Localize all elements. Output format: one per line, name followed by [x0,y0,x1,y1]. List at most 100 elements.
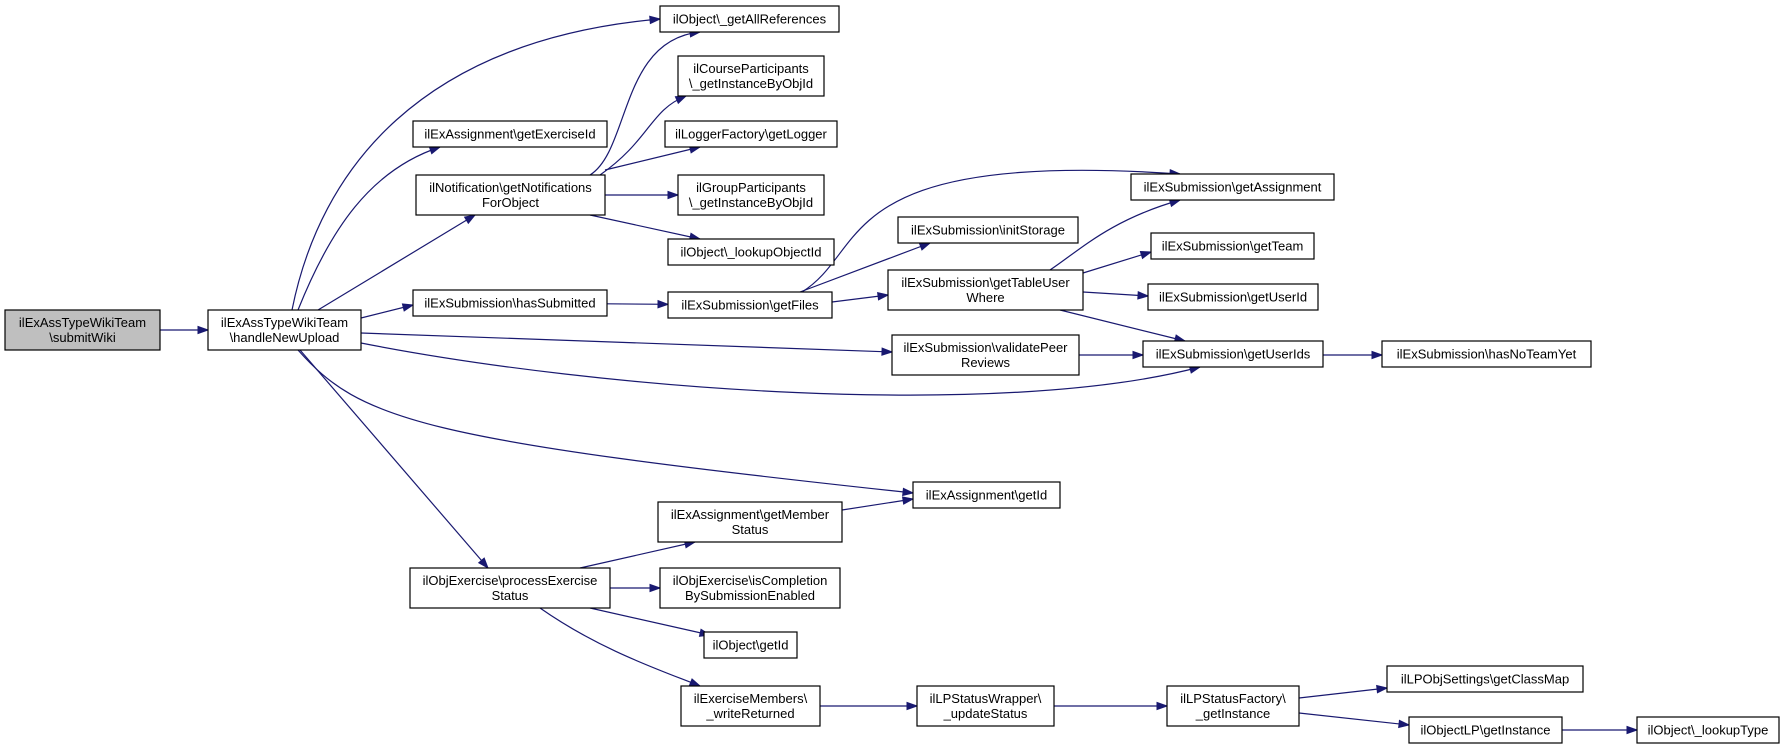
edge-lpGetInstance-to-objectLPGetInstance [1298,712,1411,729]
node-getLogger[interactable]: ilLoggerFactory\getLogger [664,120,838,148]
node-box [677,55,825,97]
arrowhead-icon [649,15,662,25]
edge-processExerciseStatus-to-writeReturned [539,607,702,687]
node-label: ilExSubmission\hasNoTeamYet [1397,347,1577,362]
node-lookupObjectId[interactable]: ilObject\_lookupObjectId [667,238,835,266]
node-label: _writeReturned [705,706,794,721]
edge-line [360,332,893,353]
edge-line [1298,687,1388,699]
node-courseParticipants[interactable]: ilCourseParticipants\_getInstanceByObjId [677,55,825,97]
edge-getNotifications-to-groupParticipants [605,190,680,200]
edge-handleNewUpload-to-assignmentGetId [297,349,915,497]
node-label: ilExAssignment\getId [926,488,1047,503]
node-label: ilExSubmission\validatePeer [903,340,1068,355]
node-label: ilLPStatusFactory\ [1180,691,1286,706]
node-objectGetId[interactable]: ilObject\getId [703,631,798,659]
edge-line [297,349,914,494]
node-assignmentGetId[interactable]: ilExAssignment\getId [912,481,1061,509]
node-label: ilObject\_lookupType [1648,723,1769,738]
node-updateStatus[interactable]: ilLPStatusWrapper\_updateStatus [916,685,1055,727]
node-label: ilCourseParticipants [693,61,809,76]
edge-validatePeerReviews-to-getUserIds [1079,350,1145,360]
arrowhead-icon [1376,684,1389,694]
edges-layer [160,15,1639,735]
node-getTeam[interactable]: ilExSubmission\getTeam [1150,232,1315,260]
arrowhead-icon [1139,250,1153,260]
node-label: Status [732,522,769,537]
node-box [1381,340,1592,368]
arrowhead-icon [1137,291,1150,300]
node-objectLPGetInstance[interactable]: ilObjectLP\getInstance [1408,716,1563,744]
node-handleNewUpload[interactable]: ilExAssTypeWikiTeam\handleNewUpload [207,309,362,351]
node-getAllReferences[interactable]: ilObject\_getAllReferences [659,5,840,33]
node-hasSubmitted[interactable]: ilExSubmission\hasSubmitted [412,289,608,317]
node-label: ilExSubmission\initStorage [911,223,1065,238]
node-label: ilExSubmission\getUserId [1159,290,1307,305]
node-label: ilNotification\getNotifications [429,180,592,195]
node-getExerciseId[interactable]: ilExAssignment\getExerciseId [412,120,608,148]
edge-line [589,607,711,636]
edge-handleNewUpload-to-processExerciseStatus [299,349,489,570]
arrowhead-icon [649,583,662,593]
edge-line [1298,712,1410,726]
node-lookupType[interactable]: ilObject\_lookupType [1636,716,1780,744]
edge-hasSubmitted-to-getFiles [606,299,670,309]
node-groupParticipants[interactable]: ilGroupParticipants\_getInstanceByObjId [677,174,825,216]
node-initStorage[interactable]: ilExSubmission\initStorage [897,216,1079,244]
node-label: \handleNewUpload [230,330,340,345]
edge-line [1059,309,1186,342]
edge-line [1049,199,1181,271]
node-box [667,238,835,266]
arrowhead-icon [906,701,919,711]
node-label: _updateStatus [943,706,1028,721]
node-label: \_getInstanceByObjId [689,76,813,91]
arrowhead-icon [1132,350,1145,360]
node-getUserId[interactable]: ilExSubmission\getUserId [1147,283,1319,311]
node-box [4,309,161,351]
node-lpGetInstance[interactable]: ilLPStatusFactory\_getInstance [1166,685,1300,727]
edge-handleNewUpload-to-getExerciseId [297,146,442,311]
node-label: Where [966,290,1004,305]
arrowhead-icon [428,146,442,155]
node-box [1142,340,1324,368]
edge-handleNewUpload-to-getNotifications [317,214,477,311]
node-hasNoTeamYet[interactable]: ilExSubmission\hasNoTeamYet [1381,340,1592,368]
node-box [680,685,821,727]
node-box [667,291,833,319]
node-isCompletion[interactable]: ilObjExercise\isCompletionBySubmissionEn… [659,567,841,609]
arrowhead-icon [197,325,210,335]
node-submitWiki[interactable]: ilExAssTypeWikiTeam\submitWiki [4,309,161,351]
edge-getUserIds-to-hasNoTeamYet [1323,350,1384,360]
node-writeReturned[interactable]: ilExerciseMembers\_writeReturned [680,685,821,727]
arrowhead-icon [1626,725,1639,735]
edge-processExerciseStatus-to-getMemberStatus [579,540,697,569]
edge-line [299,349,489,569]
arrowhead-icon [688,678,702,687]
node-getAssignment[interactable]: ilExSubmission\getAssignment [1130,173,1335,201]
edge-line [317,214,476,311]
node-box [1386,665,1584,693]
node-getFiles[interactable]: ilExSubmission\getFiles [667,291,833,319]
arrowhead-icon [674,95,688,105]
node-box [1130,173,1335,201]
node-label: ilExAssignment\getExerciseId [424,127,595,142]
arrowhead-icon [901,496,915,505]
node-getClassMap[interactable]: ilLPObjSettings\getClassMap [1386,665,1584,693]
arrowhead-icon [477,557,489,570]
arrowhead-icon [881,347,894,356]
node-box [1408,716,1563,744]
node-label: ilExSubmission\getFiles [681,298,819,313]
edge-getMemberStatus-to-assignmentGetId [841,496,915,511]
arrowhead-icon [1398,719,1411,729]
node-label: ilObject\_lookupObjectId [681,245,822,260]
node-label: ilExSubmission\getTeam [1162,239,1304,254]
node-getUserIds[interactable]: ilExSubmission\getUserIds [1142,340,1324,368]
node-label: ilExSubmission\getAssignment [1144,180,1322,195]
edge-processExerciseStatus-to-objectGetId [589,607,712,637]
arrowhead-icon [463,214,477,225]
